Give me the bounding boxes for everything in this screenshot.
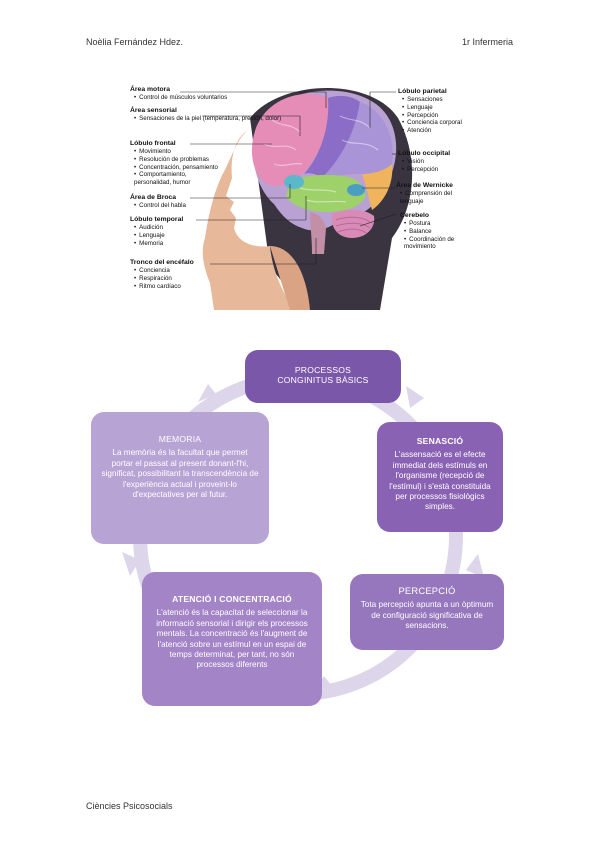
memoria-box: MEMORIA La memòria és la facultat que pe… [91,412,269,544]
atencio-text: L'atenció és la capacitat de seleccionar… [156,608,308,670]
footer-subject: Ciències Psicosocials [86,801,173,811]
center-title: PROCESSOS CONGINITUS BÀSICS [277,365,369,385]
header-course: 1r Infermeria [461,37,513,47]
label-area-motora: Área motora Control de músculos voluntar… [130,86,227,102]
sensacio-text: L'assensació es el efecte immediat dels … [389,450,491,512]
label-lobulo-frontal: Lóbulo frontal Movimiento Resolución de … [130,140,218,186]
label-area-sensorial: Área sensorial Sensaciones de la piel (t… [130,107,281,123]
percepcio-box: PERCEPCIÓ Tota percepció apunta a un òpt… [350,574,504,650]
label-area-broca: Área de Broca Control del habla [130,194,186,210]
center-box: PROCESSOS CONGINITUS BÀSICS [245,350,401,403]
memoria-title: MEMORIA [158,434,202,444]
label-lobulo-parietal: Lóbulo parietal Sensaciones Lenguaje Per… [398,88,462,134]
cognitive-processes-cycle: PROCESSOS CONGINITUS BÀSICS SENASCIÓ L'a… [88,346,508,716]
percepcio-title: PERCEPCIÓ [398,585,456,596]
sensacio-box: SENASCIÓ L'assensació es el efecte immed… [377,422,503,532]
percepcio-text: Tota percepció apunta a un òptimum de co… [360,600,494,631]
label-lobulo-temporal: Lóbulo temporal Audición Lenguaje Memori… [130,216,183,247]
brain-anatomy-figure: Área motora Control de músculos voluntar… [130,78,468,310]
header-author: Noèlia Fernández Hdez. [86,37,184,47]
label-cerebelo: Cerebelo Postura Balance Coordinación de… [400,212,468,251]
atencio-box: ATENCIÓ I CONCENTRACIÓ L'atenció és la c… [142,572,322,706]
sensacio-title: SENASCIÓ [416,436,464,446]
memoria-text: La memòria és la facultat que permet por… [101,448,259,500]
brain-illustration [180,87,413,310]
label-area-wernicke: Área de Wernicke Comprensión del lenguaj… [396,182,466,206]
label-tronco-encefalo: Tronco del encéfalo Conciencia Respiraci… [130,259,194,290]
label-lobulo-occipital: Lóbulo occipital Visión Percepción [398,150,450,174]
atencio-title: ATENCIÓ I CONCENTRACIÓ [172,594,292,604]
